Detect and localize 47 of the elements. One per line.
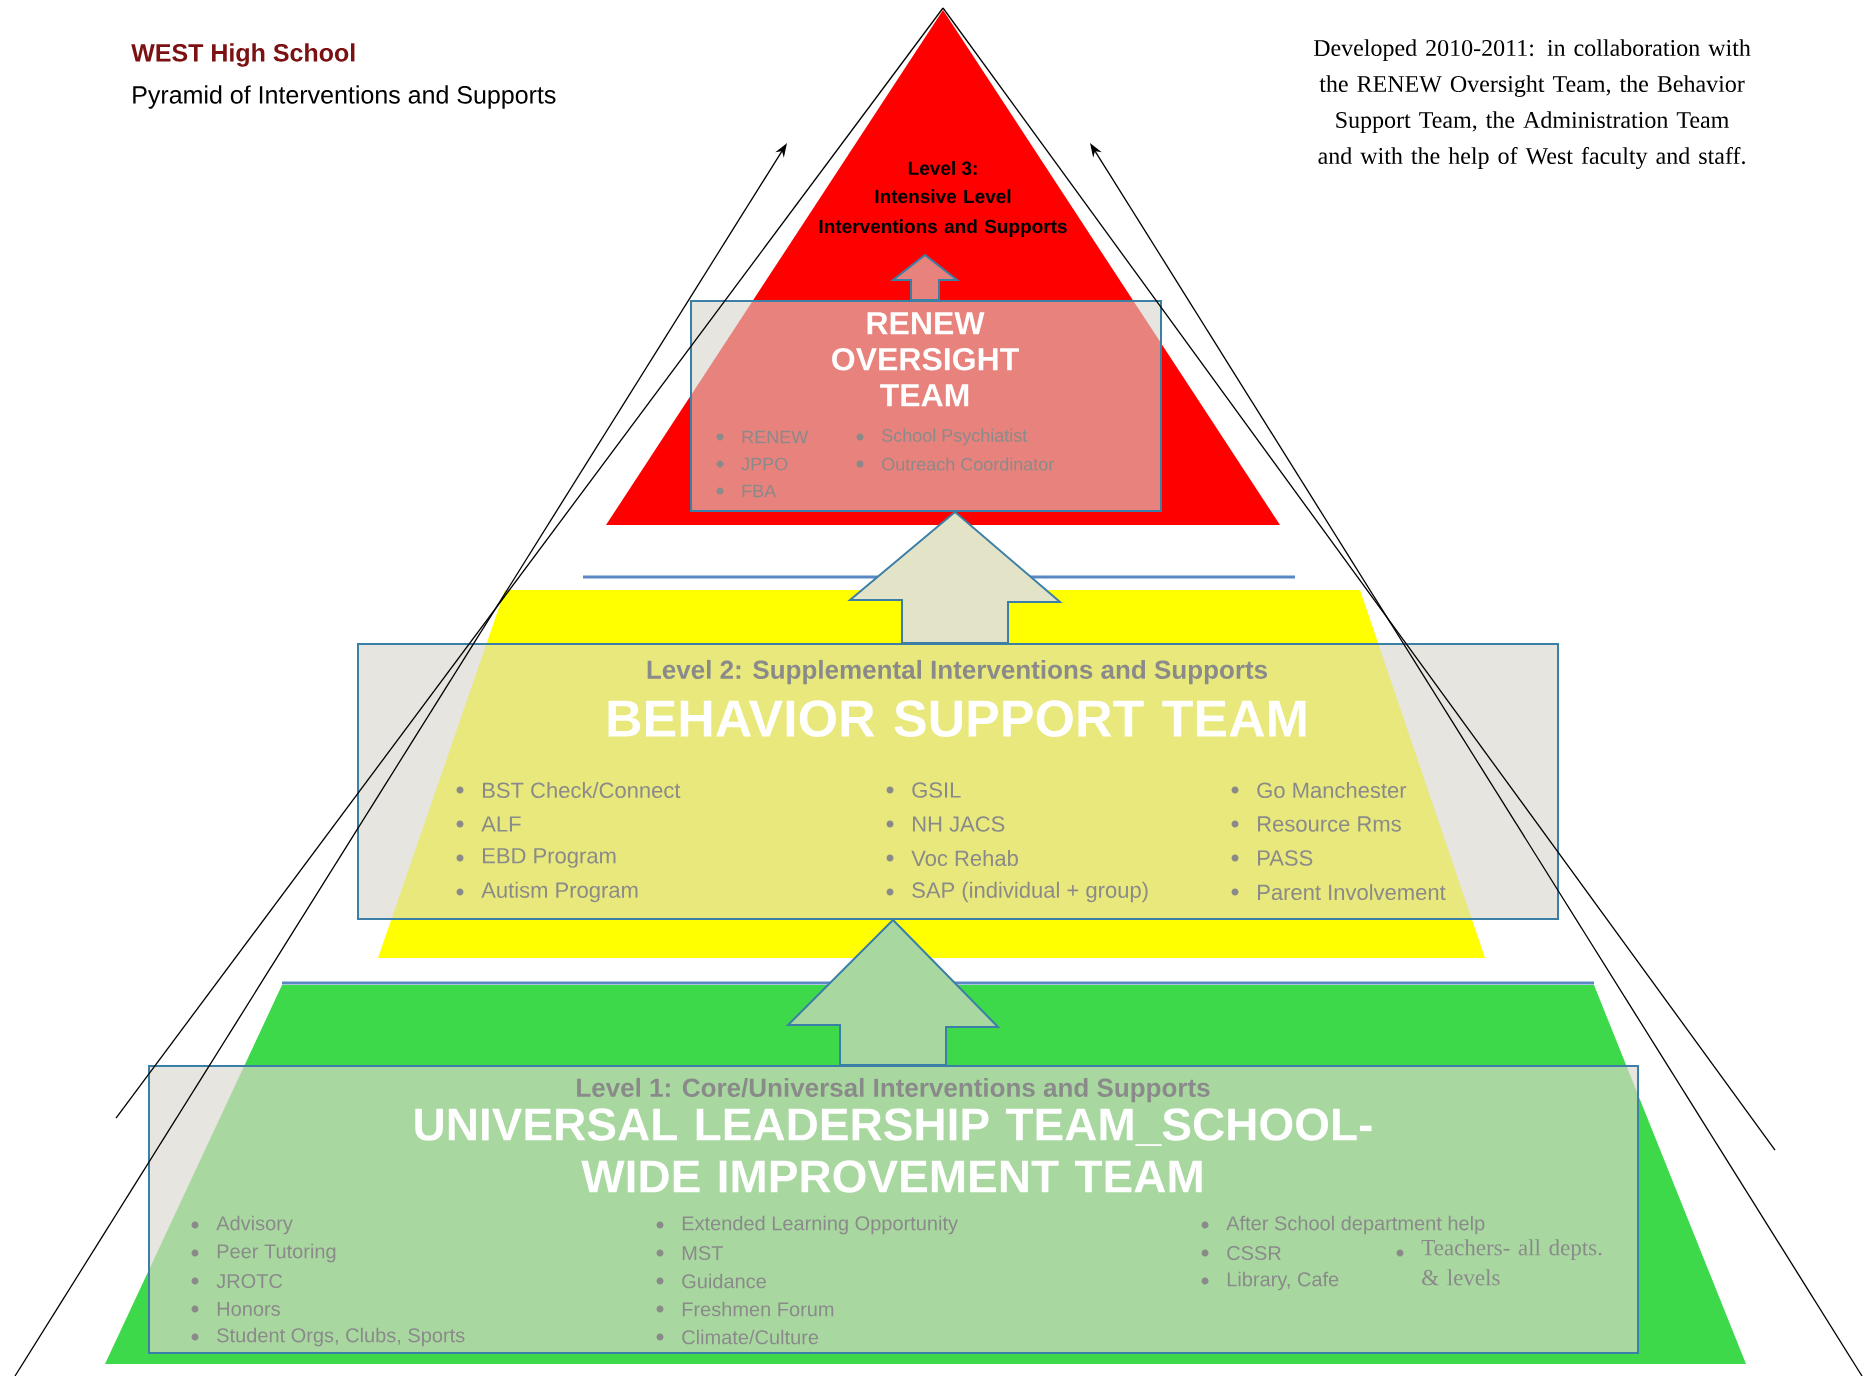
bullet-item: PASS — [1231, 850, 1313, 866]
team-name: UNIVERSAL LEADERSHIP TEAM_SCHOOL-WIDE IMPROVEMENT TEAM — [415, 1108, 1372, 1193]
bullet-item: Honors — [191, 1302, 280, 1316]
level-heading: Level 2: Supplemental Interventions and Supports — [647, 659, 1268, 685]
team-box — [357, 643, 1559, 920]
bullet-item: FBA — [716, 484, 777, 498]
bullet-item: CSSR — [1201, 1245, 1281, 1261]
bullet-item: ALF — [456, 816, 521, 832]
subtitle: Pyramid of Interventions and Supports — [133, 85, 556, 109]
title: WEST High School — [131, 43, 355, 67]
level-heading: Level 1: Core/Universal Interventions and Supports — [577, 1077, 1210, 1103]
bullet-item: Voc Rehab — [886, 849, 1018, 867]
bullet-item: Climate/Culture — [656, 1329, 819, 1345]
bullet-item: After School department help — [1201, 1215, 1485, 1235]
bullet-item: JPPO — [716, 457, 788, 471]
bullet-item: Resource Rms — [1231, 816, 1401, 832]
team-name: BEHAVIOR SUPPORT TEAM — [608, 700, 1306, 737]
bullet-item: GSIL — [886, 782, 961, 798]
bullet-item: EBD Program — [456, 848, 616, 868]
bullet-item: Extended Learning Opportunity — [656, 1215, 958, 1235]
bullet-item: Parent Involvement — [1231, 883, 1446, 901]
bullet-item: JROTC — [191, 1273, 283, 1289]
bullet-item: School Psychiatist — [856, 428, 1028, 446]
pyramid-level — [105, 985, 1746, 1364]
bullet-item: Student Orgs, Clubs, Sports — [191, 1327, 465, 1347]
block-arrow — [785, 918, 1001, 1066]
level-heading: Level 3: — [908, 161, 977, 175]
team-name: RENEW OVERSIGHT TEAM — [832, 312, 1019, 407]
bullet-item: Outreach Coordinator — [856, 457, 1054, 471]
bullet-item: NH JACS — [886, 816, 1005, 832]
bullet-item: MST — [656, 1245, 723, 1261]
bullet-item: SAP (individual + group) — [886, 881, 1148, 903]
bullet-item: Guidance — [656, 1273, 766, 1289]
note: Developed 2010-2011: in collaboration with the RENEW Oversight Team, the Behavior Support Team, the Administration Team and with the help of West faculty and staff. — [1313, 39, 1751, 170]
bullet-item: Library, Cafe — [1201, 1271, 1339, 1291]
level-heading: Intensive Level Interventions and Supports — [819, 189, 1067, 237]
pyramid-level — [357, 590, 1557, 958]
bullet-item: Teachers- all depts. & levels — [1396, 1239, 1602, 1286]
block-arrow — [890, 253, 960, 301]
bullet-item: Advisory — [191, 1215, 293, 1235]
bullet-item: Go Manchester — [1231, 781, 1407, 799]
bullet-item: RENEW — [716, 430, 809, 444]
block-arrow — [847, 510, 1063, 644]
bullet-item: Autism Program — [456, 881, 638, 903]
bullet-item: Peer Tutoring — [191, 1243, 336, 1263]
bullet-item: BST Check/Connect — [456, 781, 681, 799]
bullet-item: Freshmen Forum — [656, 1301, 834, 1317]
